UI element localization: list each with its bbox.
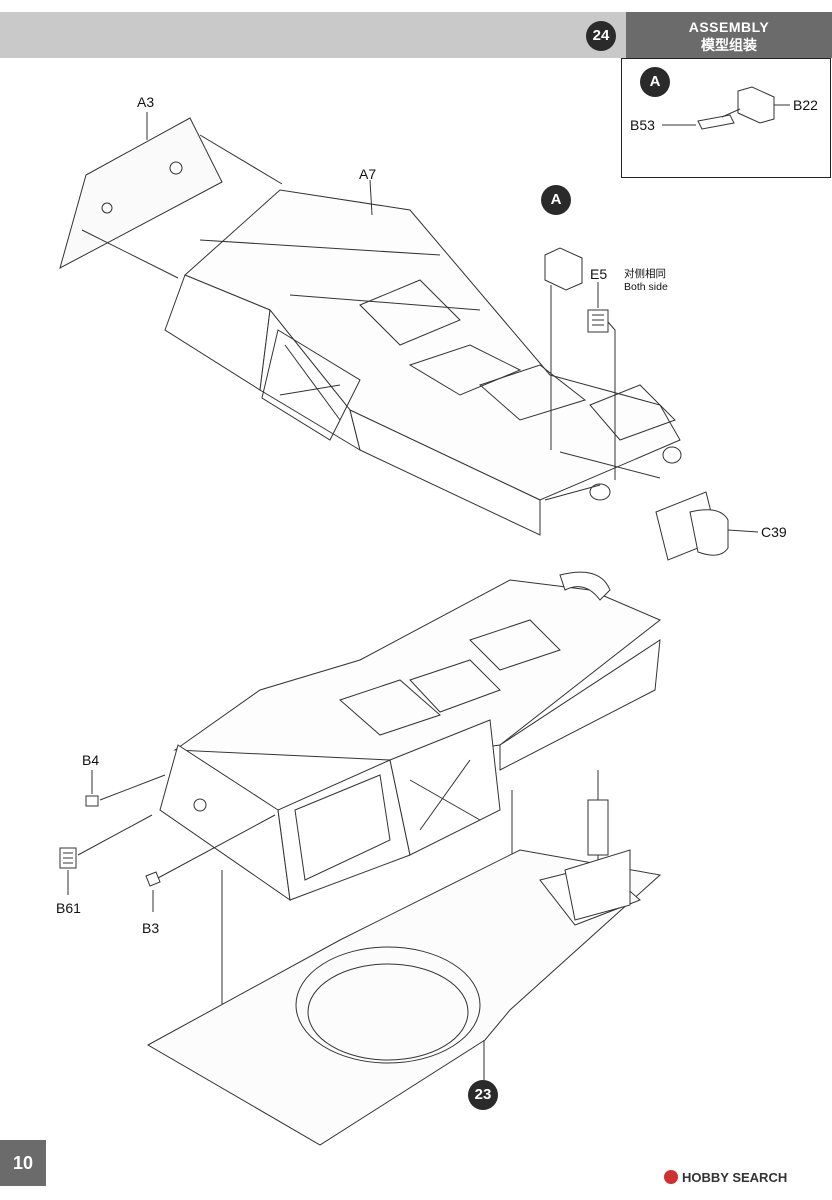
roof-rail-1 bbox=[199, 239, 441, 256]
detail-inset: A B22 B53 bbox=[621, 58, 831, 178]
leader-c39 bbox=[727, 529, 759, 533]
hatch-left-x1 bbox=[284, 344, 341, 421]
label-a7: A7 bbox=[359, 166, 377, 182]
lower-hull-front bbox=[159, 744, 291, 902]
watermark: HOBBY SEARCH bbox=[664, 1170, 787, 1185]
label-e5: E5 bbox=[590, 266, 608, 282]
lower-hatch-1 bbox=[409, 659, 501, 713]
rear-tube bbox=[544, 484, 601, 501]
label-b53: B53 bbox=[630, 117, 655, 133]
lower-hull-top bbox=[173, 579, 661, 761]
lower-hull-hole bbox=[193, 798, 207, 812]
assembly-title-cn: 模型组装 bbox=[701, 37, 757, 53]
part-e5-grille bbox=[587, 309, 609, 333]
label-b22: B22 bbox=[793, 97, 818, 113]
part-a3-plate bbox=[59, 117, 223, 269]
arrow-c39 bbox=[559, 451, 661, 479]
assembly-title-en: ASSEMBLY bbox=[688, 19, 770, 35]
part-a-block bbox=[544, 247, 583, 291]
page-number: 10 bbox=[0, 1140, 46, 1186]
hobbysearch-logo-icon bbox=[664, 1170, 678, 1184]
part-b53 bbox=[697, 114, 735, 130]
hatch-left-x2 bbox=[279, 384, 341, 396]
base-plate bbox=[146, 849, 662, 1146]
hull-lower-side bbox=[349, 409, 541, 536]
step-number-badge: 24 bbox=[586, 21, 616, 51]
inset-drawing bbox=[662, 86, 790, 130]
watermark-text: HOBBY SEARCH bbox=[682, 1170, 788, 1185]
part-c39-housing bbox=[689, 509, 729, 556]
arrow-b3 bbox=[157, 814, 276, 879]
note-en: Both side bbox=[624, 281, 668, 293]
part-a3-hole-2 bbox=[101, 202, 113, 214]
arrow-e5 bbox=[607, 321, 616, 480]
part-b4 bbox=[85, 795, 99, 807]
label-c39: C39 bbox=[761, 524, 787, 540]
rear-tube-end-2 bbox=[662, 446, 682, 464]
lower-rear-arm bbox=[559, 571, 611, 601]
note-cn: 对侧相同 bbox=[624, 268, 666, 280]
part-b3 bbox=[145, 871, 161, 887]
hatch-top-1 bbox=[408, 344, 522, 396]
part-b22 bbox=[737, 86, 775, 124]
inset-marker-a: A bbox=[640, 67, 670, 97]
rear-tube-end bbox=[589, 483, 611, 501]
arrow-inset bbox=[721, 108, 741, 118]
lower-side-box bbox=[499, 639, 661, 771]
lower-hatch-2 bbox=[469, 619, 561, 671]
roof-rail-2 bbox=[289, 294, 481, 311]
mount-cylinder bbox=[587, 799, 609, 856]
lower-hatch-x1 bbox=[409, 779, 481, 821]
arrow-b61 bbox=[77, 814, 153, 856]
label-a3: A3 bbox=[137, 94, 155, 110]
part-a3-hole bbox=[169, 161, 183, 175]
lower-roof-panel bbox=[339, 679, 441, 736]
turret-ring-inner bbox=[307, 963, 469, 1061]
hatch-top-3 bbox=[589, 384, 676, 441]
hatch-top-2 bbox=[479, 364, 587, 421]
arrow-b4 bbox=[99, 774, 166, 801]
roof-panel bbox=[359, 279, 461, 346]
arrow-a3-1 bbox=[199, 134, 283, 185]
lower-hatch-x2 bbox=[419, 759, 471, 831]
lower-window bbox=[294, 774, 391, 881]
callout-a-marker: A bbox=[541, 185, 571, 215]
hatch-left bbox=[261, 329, 361, 441]
label-b61: B61 bbox=[56, 900, 81, 916]
leader-a7 bbox=[369, 179, 373, 216]
assembly-title-box: ASSEMBLY 模型组装 bbox=[626, 12, 832, 58]
reference-step-23: 23 bbox=[468, 1080, 498, 1110]
mount-bracket bbox=[564, 849, 631, 921]
arrow-a3-2 bbox=[81, 229, 179, 279]
label-b4: B4 bbox=[82, 752, 100, 768]
label-b3: B3 bbox=[142, 920, 160, 936]
lower-hull-hatch-panel bbox=[389, 719, 501, 856]
turret-ring-outer bbox=[295, 946, 481, 1064]
